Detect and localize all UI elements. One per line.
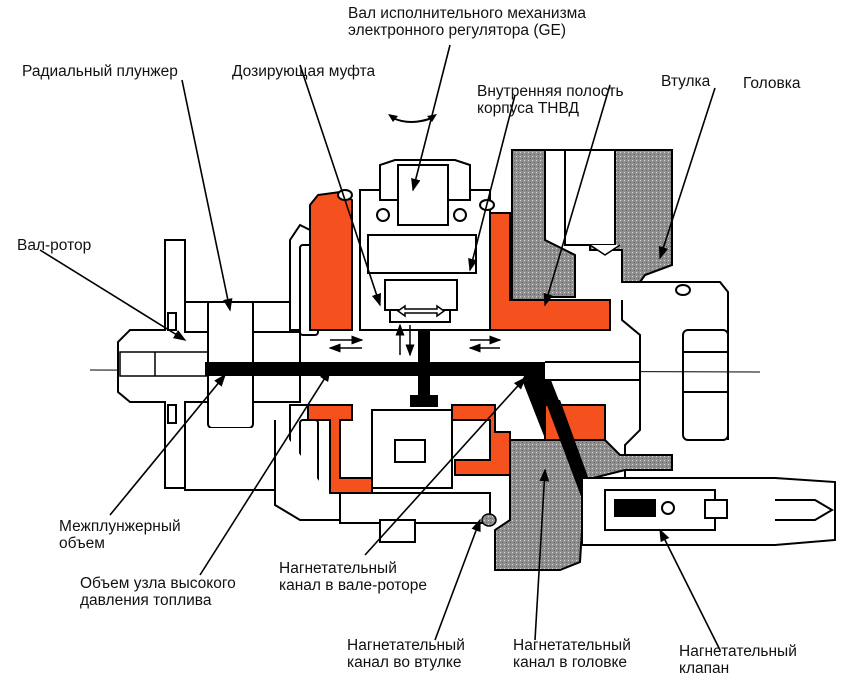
bushing-lower-right xyxy=(451,404,511,476)
label-rotor-channel: Нагнетательный канал в вале-роторе xyxy=(279,560,428,594)
label-hp-volume: Объем узла высокого давления топлива xyxy=(80,575,236,609)
label-radial-plunger: Радиальный плунжер xyxy=(22,63,178,80)
label-head-channel: Нагнетательный канал в головке xyxy=(513,637,631,671)
delivery-valve xyxy=(581,477,836,546)
bushing-upper-right xyxy=(489,212,611,331)
housing-right xyxy=(337,189,729,480)
lower-mechanism xyxy=(339,409,491,543)
label-bushing: Втулка xyxy=(661,73,711,90)
label-rotor-shaft: Вал-ротор xyxy=(17,237,92,254)
label-interplunger-volume: Межплунжерный объем xyxy=(59,518,181,552)
label-inner-cavity: Внутренняя полость корпуса ТНВД xyxy=(477,83,624,117)
metering-arrow xyxy=(396,304,446,318)
label-bushing-channel: Нагнетательный канал во втулке xyxy=(347,637,465,671)
label-head: Головка xyxy=(743,75,801,92)
label-delivery-valve: Нагнетательный клапан xyxy=(679,643,797,677)
rotation-arrow-icon xyxy=(392,117,433,123)
flow-arrows xyxy=(328,323,502,357)
head-port xyxy=(564,149,616,246)
leader-lines xyxy=(39,44,721,651)
bushing-upper-left xyxy=(309,190,353,331)
label-metering-sleeve: Дозирующая муфта xyxy=(232,63,376,80)
label-ge-shaft: Вал исполнительного механизма электронно… xyxy=(348,5,586,39)
